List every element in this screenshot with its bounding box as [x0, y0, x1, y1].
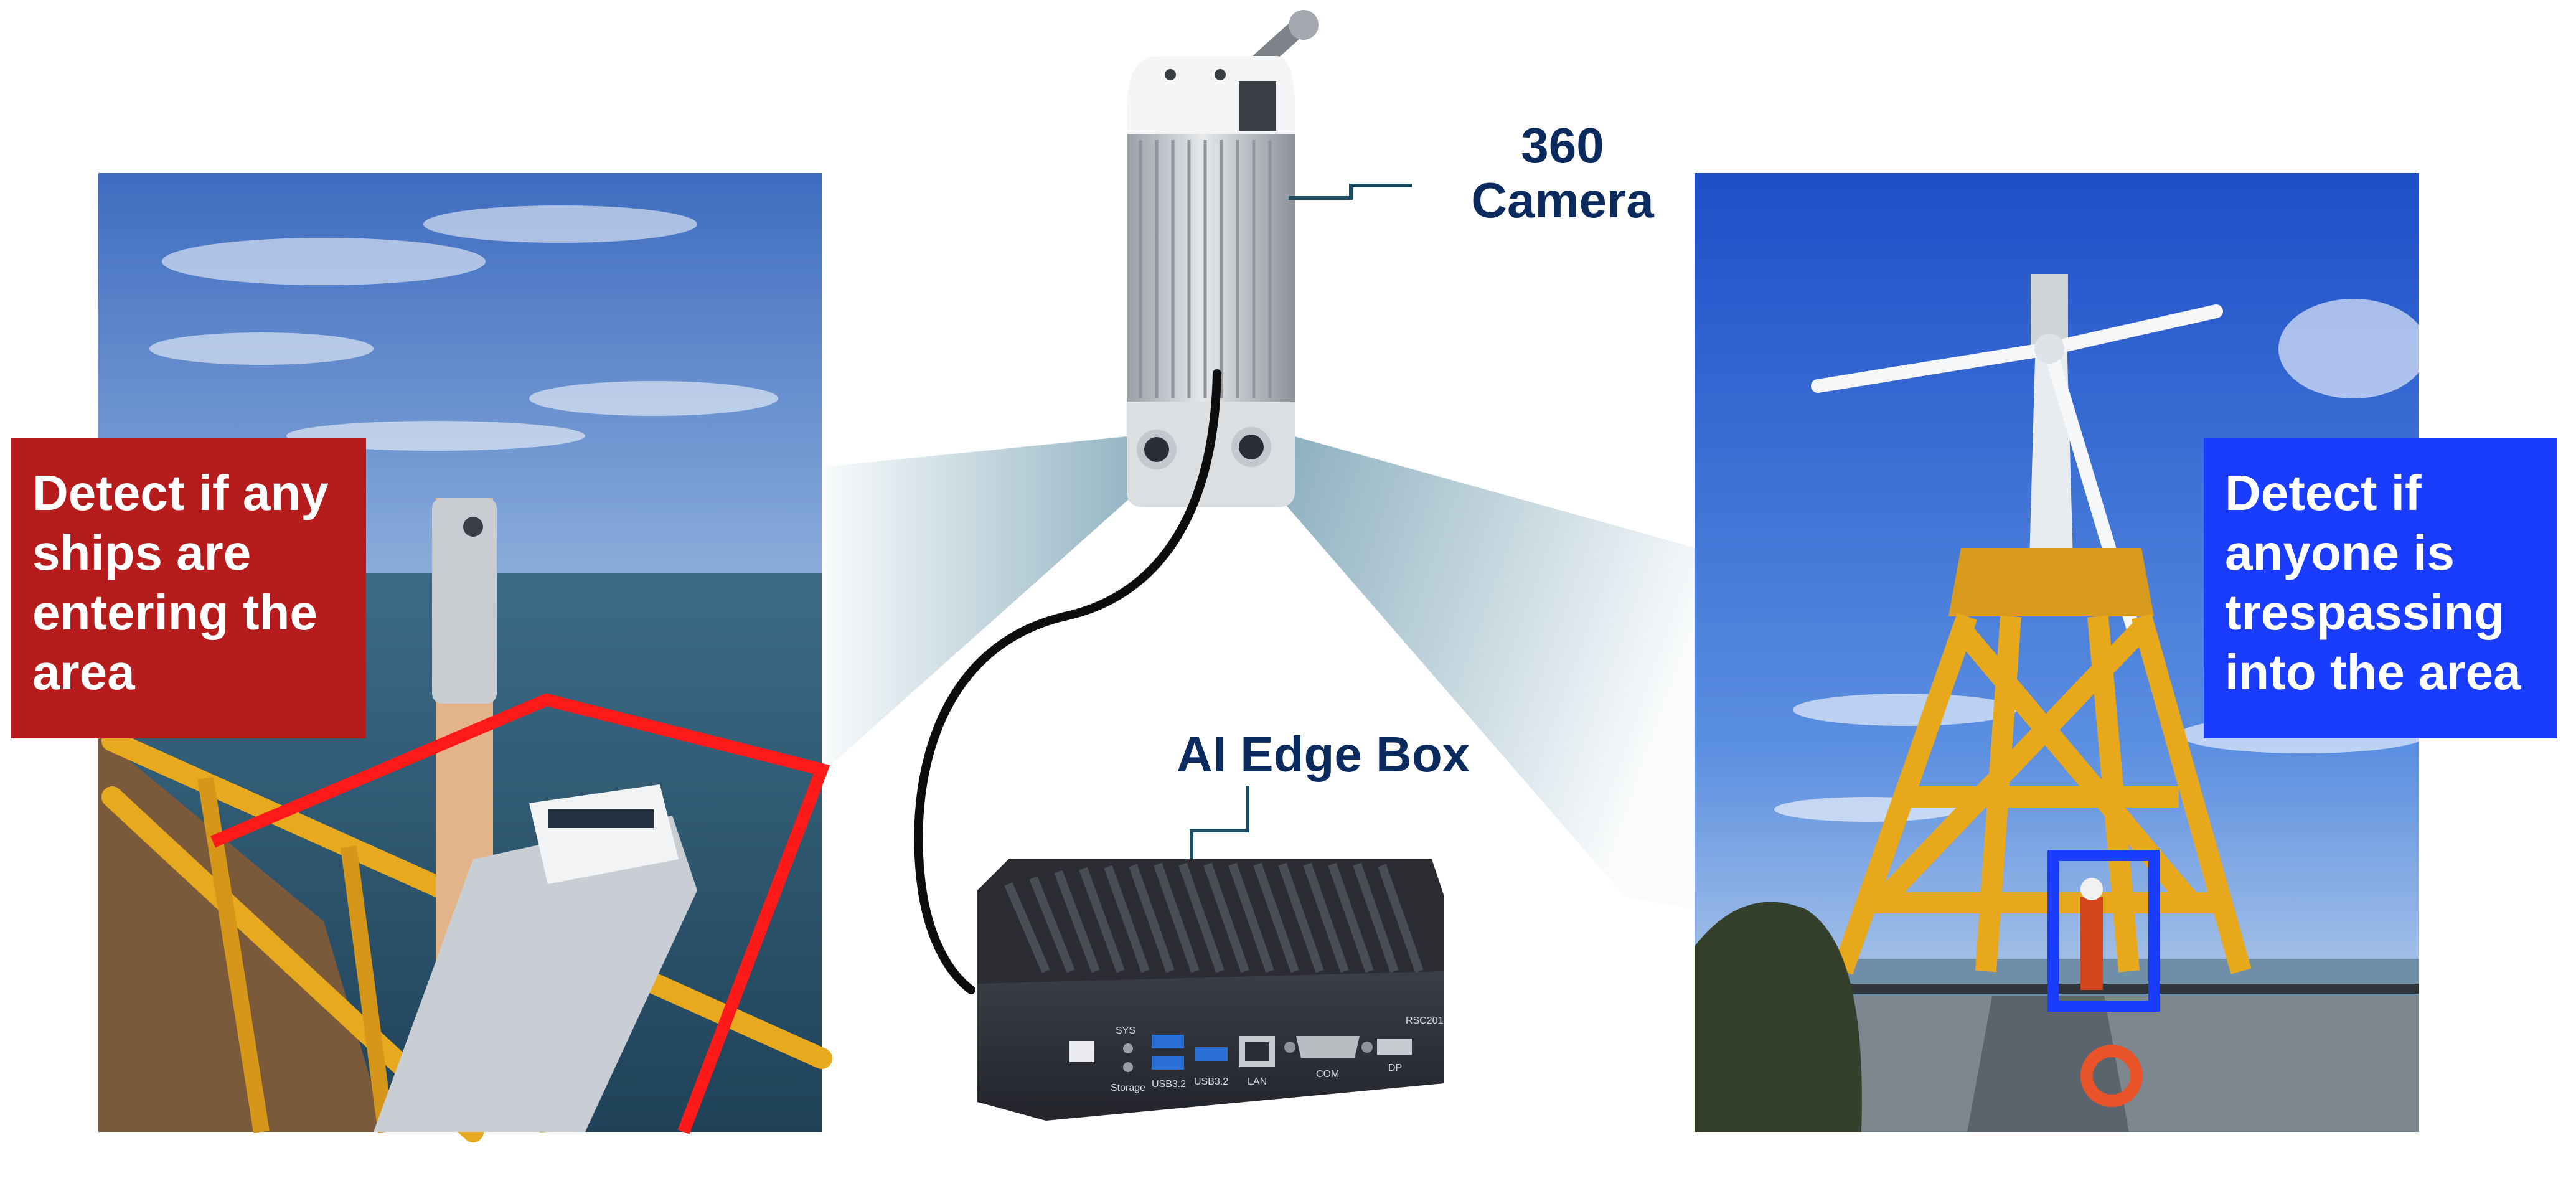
camera-to-box-cable	[914, 369, 1221, 994]
ship-scene-photo	[98, 173, 832, 1142]
ship-detection-callout: Detect if any ships are entering the are…	[11, 438, 366, 738]
port-label-storage: Storage	[1111, 1083, 1145, 1093]
edge-box-device-icon: RSC201 SYS Storage USB3.2 USB3.2 LAN COM…	[977, 859, 1444, 1121]
port-label-com: COM	[1316, 1069, 1339, 1080]
port-label-sys: SYS	[1116, 1025, 1135, 1036]
edge-box-title: AI Edge Box	[1177, 727, 1470, 782]
port-label-lan: LAN	[1248, 1076, 1267, 1087]
camera-beam-right	[1264, 430, 1696, 909]
edge-box-model-label: RSC201	[1406, 1015, 1444, 1026]
port-label-usb-b: USB3.2	[1194, 1076, 1228, 1087]
camera-beam-left	[823, 436, 1158, 772]
port-label-usb-a: USB3.2	[1152, 1079, 1186, 1090]
edge-box-title-leader	[1190, 786, 1249, 872]
camera-title-leader	[1289, 184, 1412, 200]
port-label-dp: DP	[1388, 1063, 1402, 1073]
person-detection-box	[2047, 850, 2160, 1012]
trespass-detection-callout: Detect if anyone is trespassing into the…	[2204, 438, 2557, 738]
ship-detection-zone-line	[210, 693, 830, 1134]
camera-title: 360 Camera	[1471, 118, 1654, 228]
360-camera-icon	[1127, 10, 1319, 507]
